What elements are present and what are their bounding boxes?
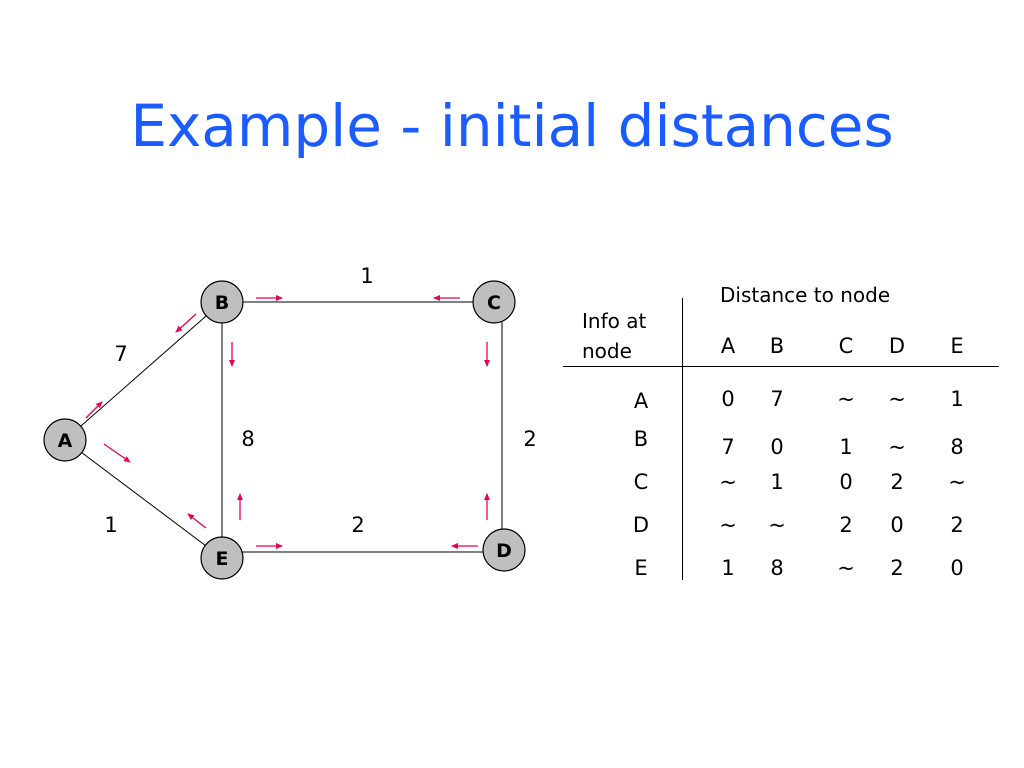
table-cell: ~: [888, 435, 906, 459]
table-cell: 2: [950, 513, 964, 537]
table-cell: 1: [839, 435, 853, 459]
table-cell: 0: [839, 470, 853, 494]
node-a-label: A: [58, 430, 73, 452]
table-column-header: E: [950, 334, 964, 358]
node-c-label: C: [487, 292, 501, 314]
weight-b-e: 8: [241, 427, 254, 451]
node-a: A: [43, 418, 87, 462]
arrow-e-to-a: [187, 513, 207, 529]
table-cell: ~: [948, 470, 966, 494]
table-row-header-line1: Info at: [582, 309, 647, 333]
table-cell: 0: [721, 387, 735, 411]
table-row-label: D: [632, 513, 650, 537]
table-cell: ~: [888, 387, 906, 411]
table-column-header: B: [769, 334, 785, 358]
table-cell: ~: [837, 387, 855, 411]
table-row-label: E: [634, 556, 648, 580]
table-column-header: A: [720, 334, 736, 358]
table-column-group-header: Distance to node: [720, 283, 891, 307]
weight-b-c: 1: [360, 264, 373, 288]
table-cell: 0: [770, 435, 784, 459]
table-row-label: C: [633, 470, 649, 494]
node-e: E: [200, 536, 244, 580]
weight-c-d: 2: [523, 427, 536, 451]
table-row-label: A: [633, 389, 649, 413]
table-header-divider: [563, 366, 999, 367]
slide-title: Example - initial distances: [130, 92, 894, 160]
table-cell: 7: [770, 387, 784, 411]
table-column-header: D: [888, 334, 906, 358]
table-cell: 8: [950, 435, 964, 459]
table-cell: ~: [768, 513, 786, 537]
table-cell: ~: [719, 513, 737, 537]
table-row-label: B: [633, 427, 649, 451]
table-cell: 1: [721, 556, 735, 580]
node-d: D: [482, 528, 526, 572]
table-cell: 0: [890, 513, 904, 537]
table-cell: 0: [950, 556, 964, 580]
arrow-a-to-e: [103, 443, 131, 463]
table-cell: ~: [719, 470, 737, 494]
node-b-label: B: [215, 292, 229, 314]
table-cell: 8: [770, 556, 784, 580]
table-cell: 2: [839, 513, 853, 537]
arrow-b-to-a: [175, 313, 197, 333]
node-c: C: [472, 280, 516, 324]
node-d-label: D: [496, 540, 512, 562]
node-b: B: [200, 280, 244, 324]
table-cell: 2: [890, 470, 904, 494]
weight-a-e: 1: [104, 513, 117, 537]
arrow-a-to-b: [85, 401, 103, 419]
table-cell: ~: [837, 556, 855, 580]
weight-a-b: 7: [114, 342, 127, 366]
table-cell: 2: [890, 556, 904, 580]
table-cell: 1: [950, 387, 964, 411]
table-row-header-divider: [682, 298, 683, 580]
node-e-label: E: [216, 548, 229, 570]
weight-e-d: 2: [351, 513, 364, 537]
edge-a-b: [64, 301, 223, 441]
edge-a-e: [64, 439, 223, 559]
table-cell: 7: [721, 435, 735, 459]
table-row-header-line2: node: [582, 339, 632, 363]
table-cell: 1: [770, 470, 784, 494]
table-column-header: C: [838, 334, 854, 358]
